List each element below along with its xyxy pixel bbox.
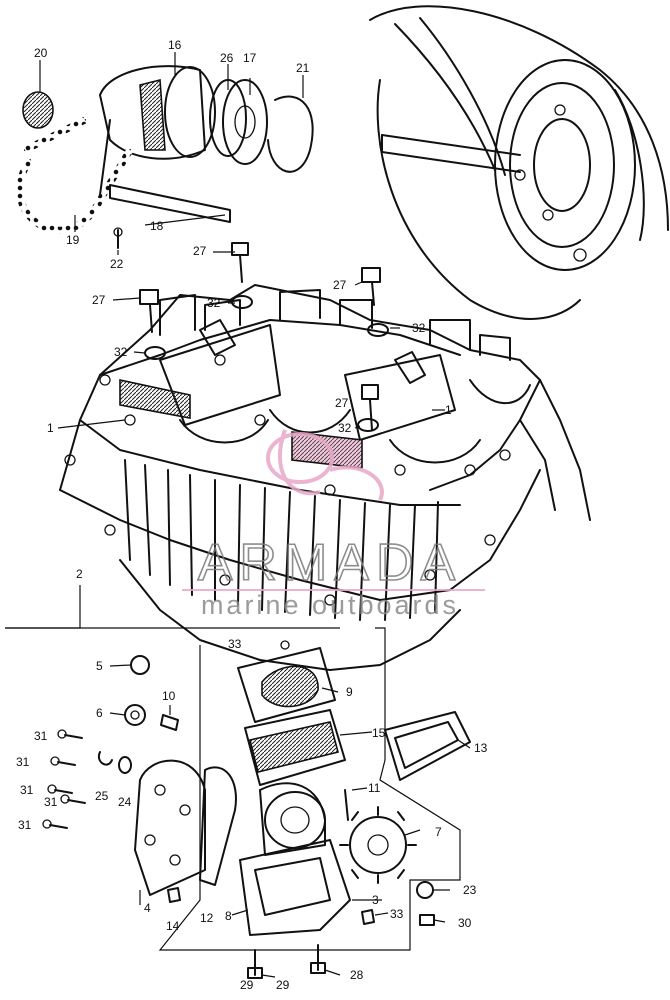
upper-crankcase	[59, 284, 591, 671]
callout-28: 28	[350, 968, 364, 982]
watermark-tagline: marine outboards	[201, 590, 459, 620]
callout-1: 1	[445, 403, 452, 417]
callout-32: 32	[114, 345, 128, 359]
callout-5: 5	[96, 659, 103, 673]
callout-19: 19	[66, 233, 80, 247]
callout-4: 4	[144, 901, 151, 915]
callout-27: 27	[193, 244, 207, 258]
callout-3: 3	[372, 893, 379, 907]
callout-33: 33	[228, 637, 242, 651]
callout-31: 31	[18, 818, 32, 832]
breather-plate-left	[119, 319, 281, 426]
callout-27: 27	[92, 293, 106, 307]
bolt-27-group	[139, 242, 381, 431]
callout-24: 24	[118, 795, 132, 809]
callout-29: 29	[276, 978, 290, 992]
callout-14: 14	[166, 919, 180, 933]
callout-21: 21	[296, 61, 310, 75]
callout-32: 32	[412, 321, 426, 335]
callout-18: 18	[150, 219, 164, 233]
leader-lines	[39, 52, 471, 978]
callout-9: 9	[346, 685, 353, 699]
callout-26: 26	[220, 51, 234, 65]
anchor-logo	[266, 429, 384, 501]
callout-20: 20	[34, 46, 48, 60]
oil-pump-assembly	[42, 640, 471, 979]
callout-33: 33	[390, 907, 404, 921]
flywheel-housing	[369, 5, 669, 320]
callout-29: 29	[240, 978, 254, 992]
oil-pump-sprocket-group	[16, 65, 314, 249]
callout-7: 7	[435, 825, 442, 839]
callout-15: 15	[372, 726, 386, 740]
callout-23: 23	[463, 883, 477, 897]
callout-32: 32	[207, 296, 221, 310]
callout-11: 11	[368, 781, 381, 795]
seal-ring	[22, 91, 54, 129]
callout-31: 31	[16, 755, 30, 769]
watermark-brand: ARMADA	[198, 534, 462, 592]
callout-22: 22	[110, 257, 124, 271]
bolt-31-group	[42, 729, 86, 829]
callout-6: 6	[96, 706, 103, 720]
callout-32: 32	[338, 421, 352, 435]
callout-2: 2	[76, 567, 83, 581]
callout-12: 12	[200, 911, 214, 925]
callout-31: 31	[20, 783, 34, 797]
callout-13: 13	[474, 741, 488, 755]
callout-16: 16	[168, 38, 182, 52]
callout-25: 25	[95, 789, 109, 803]
callout-27: 27	[333, 278, 347, 292]
armada-watermark: ARMADA marine outboards	[182, 429, 485, 620]
callout-17: 17	[243, 51, 257, 65]
breather-plate-right	[291, 351, 456, 469]
callout-31: 31	[34, 729, 48, 743]
callouts: 20 16 26 17 21 18 19 22 27 27 27 27 32 3…	[16, 38, 488, 992]
callout-10: 10	[162, 689, 176, 703]
callout-1: 1	[47, 421, 54, 435]
callout-31: 31	[44, 795, 58, 809]
callout-30: 30	[458, 916, 472, 930]
callout-27: 27	[335, 396, 349, 410]
callout-8: 8	[225, 909, 232, 923]
